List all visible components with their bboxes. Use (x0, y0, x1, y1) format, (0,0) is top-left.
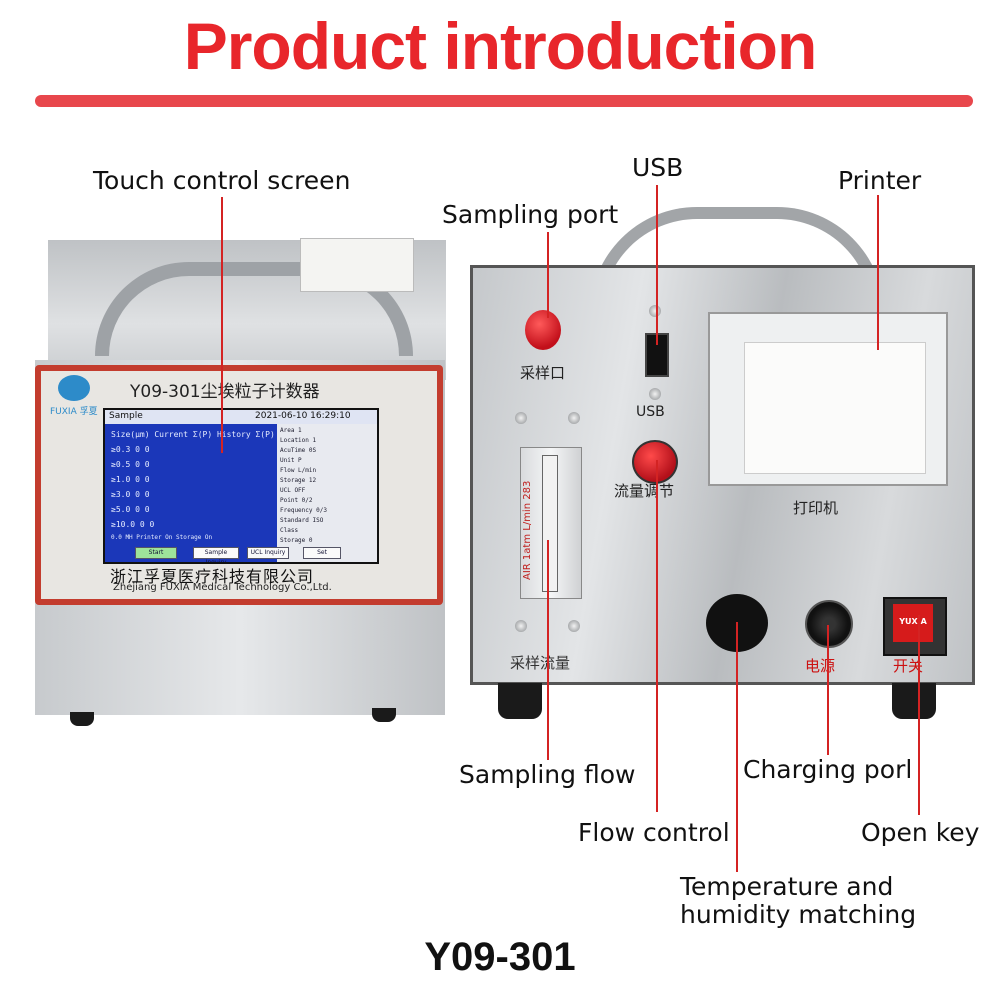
device-left-model-name: Y09-301尘埃粒子计数器 (130, 382, 320, 402)
device-left-company-en: Zhejiang FUXIA Medical Technology Co.,Lt… (113, 582, 332, 593)
cn-switch: 开关 (893, 657, 924, 675)
flow-control-knob[interactable] (632, 440, 678, 484)
label-open-key: Open key (861, 818, 980, 847)
label-touch-screen: Touch control screen (93, 166, 351, 195)
lcd-side-item: Flow L/min (280, 467, 317, 474)
leader-line-temperature (736, 622, 738, 872)
fuxia-logo-icon (58, 375, 90, 401)
lcd-table-header: Size(μm) Current Σ(P) History Σ(P) (111, 430, 275, 439)
leader-line-open-key (918, 615, 920, 815)
device-left-sticker (300, 238, 414, 292)
cn-usb: USB (636, 404, 665, 420)
flowmeter-scale: AIR 1atm L/min 283 (522, 480, 533, 580)
lcd-status: 0.0 MH Printer On Storage On (111, 534, 213, 541)
lcd-side-item: Storage 0 (280, 537, 313, 544)
lcd-side-item: Standard ISO (280, 517, 324, 524)
lcd-title-bar: Sample 2021-06-10 16:29:10 (105, 410, 377, 424)
charging-port-icon[interactable] (805, 600, 853, 648)
lcd-side-item: Area 1 (280, 427, 302, 434)
lcd-datetime: 2021-06-10 16:29:10 (255, 411, 351, 421)
lcd-side-item: AcuTime 0S (280, 447, 317, 454)
lcd-row: ≥0.3 0 0 (111, 445, 150, 454)
switch-brand: YUXIA (899, 617, 927, 626)
screw-icon (649, 388, 661, 400)
cn-sampling-flow: 采样流量 (510, 654, 571, 672)
screw-icon (515, 620, 527, 632)
touch-screen[interactable]: Sample 2021-06-10 16:29:10 Size(μm) Curr… (103, 408, 379, 564)
label-sampling-flow: Sampling flow (459, 760, 636, 789)
screw-icon (649, 305, 661, 317)
lcd-side-panel: Area 1 Location 1 AcuTime 0S Unit P Flow… (277, 424, 377, 562)
lcd-side-item: UCL OFF (280, 487, 306, 494)
lcd-ucl-inquiry-button[interactable]: UCL Inquiry (247, 547, 289, 559)
device-right-foot (892, 683, 936, 719)
screw-icon (515, 412, 527, 424)
leader-line-flow-control (656, 460, 658, 812)
label-temperature-line1: Temperature and (680, 872, 894, 901)
lcd-side-item: Frequency 0/3 (280, 507, 327, 514)
printer-paper (744, 342, 926, 474)
device-right-foot (498, 683, 542, 719)
label-usb: USB (632, 153, 684, 182)
leader-line-usb (656, 185, 658, 345)
leader-line-charging-port (827, 625, 829, 755)
device-left-company-cn: 浙江孚夏医疗科技有限公司 (110, 567, 315, 586)
device-left-foot (372, 708, 396, 722)
lcd-title: Sample (109, 411, 143, 421)
cn-flow-control: 流量调节 (614, 482, 675, 500)
label-temperature-line2: humidity matching (680, 900, 917, 929)
lcd-side-item: Unit P (280, 457, 302, 464)
lcd-sample-inquiry-button[interactable]: Sample Inquiry (193, 547, 239, 562)
lcd-side-item: Storage 12 (280, 477, 317, 484)
cn-printer: 打印机 (793, 499, 839, 517)
lcd-side-item: Class (280, 527, 299, 534)
screw-icon (568, 620, 580, 632)
leader-line-sampling-flow (547, 540, 549, 760)
lcd-side-item: Point 0/2 (280, 497, 313, 504)
leader-line-sampling-port (547, 232, 549, 318)
label-printer: Printer (838, 166, 922, 195)
cn-sampling-port: 采样口 (520, 364, 566, 382)
label-flow-control: Flow control (578, 818, 730, 847)
lcd-side-item: Location 1 (280, 437, 317, 444)
sampling-port-knob[interactable] (525, 310, 561, 350)
lcd-row: ≥5.0 0 0 (111, 505, 150, 514)
lcd-row: ≥0.5 0 0 (111, 460, 150, 469)
leader-line-printer (877, 195, 879, 350)
cn-power: 电源 (805, 657, 836, 675)
page-title: Product introduction (183, 9, 818, 83)
lcd-start-button[interactable]: Start (135, 547, 177, 559)
lcd-row: ≥3.0 0 0 (111, 490, 150, 499)
lcd-row: ≥10.0 0 0 (111, 520, 155, 529)
flowmeter-tube (542, 455, 558, 592)
label-sampling-port: Sampling port (442, 200, 619, 229)
title-underline (35, 95, 973, 107)
screw-icon (568, 412, 580, 424)
model-number: Y09-301 (424, 935, 576, 979)
label-charging-port: Charging porl (743, 755, 913, 784)
lcd-row: ≥1.0 0 0 (111, 475, 150, 484)
leader-line-touch-screen (221, 197, 223, 453)
device-left-brand: FUXIA 孚夏 (50, 407, 98, 417)
lcd-set-button[interactable]: Set (303, 547, 341, 559)
device-left-foot (70, 712, 94, 726)
power-switch-face[interactable]: YUXIA (893, 604, 933, 642)
